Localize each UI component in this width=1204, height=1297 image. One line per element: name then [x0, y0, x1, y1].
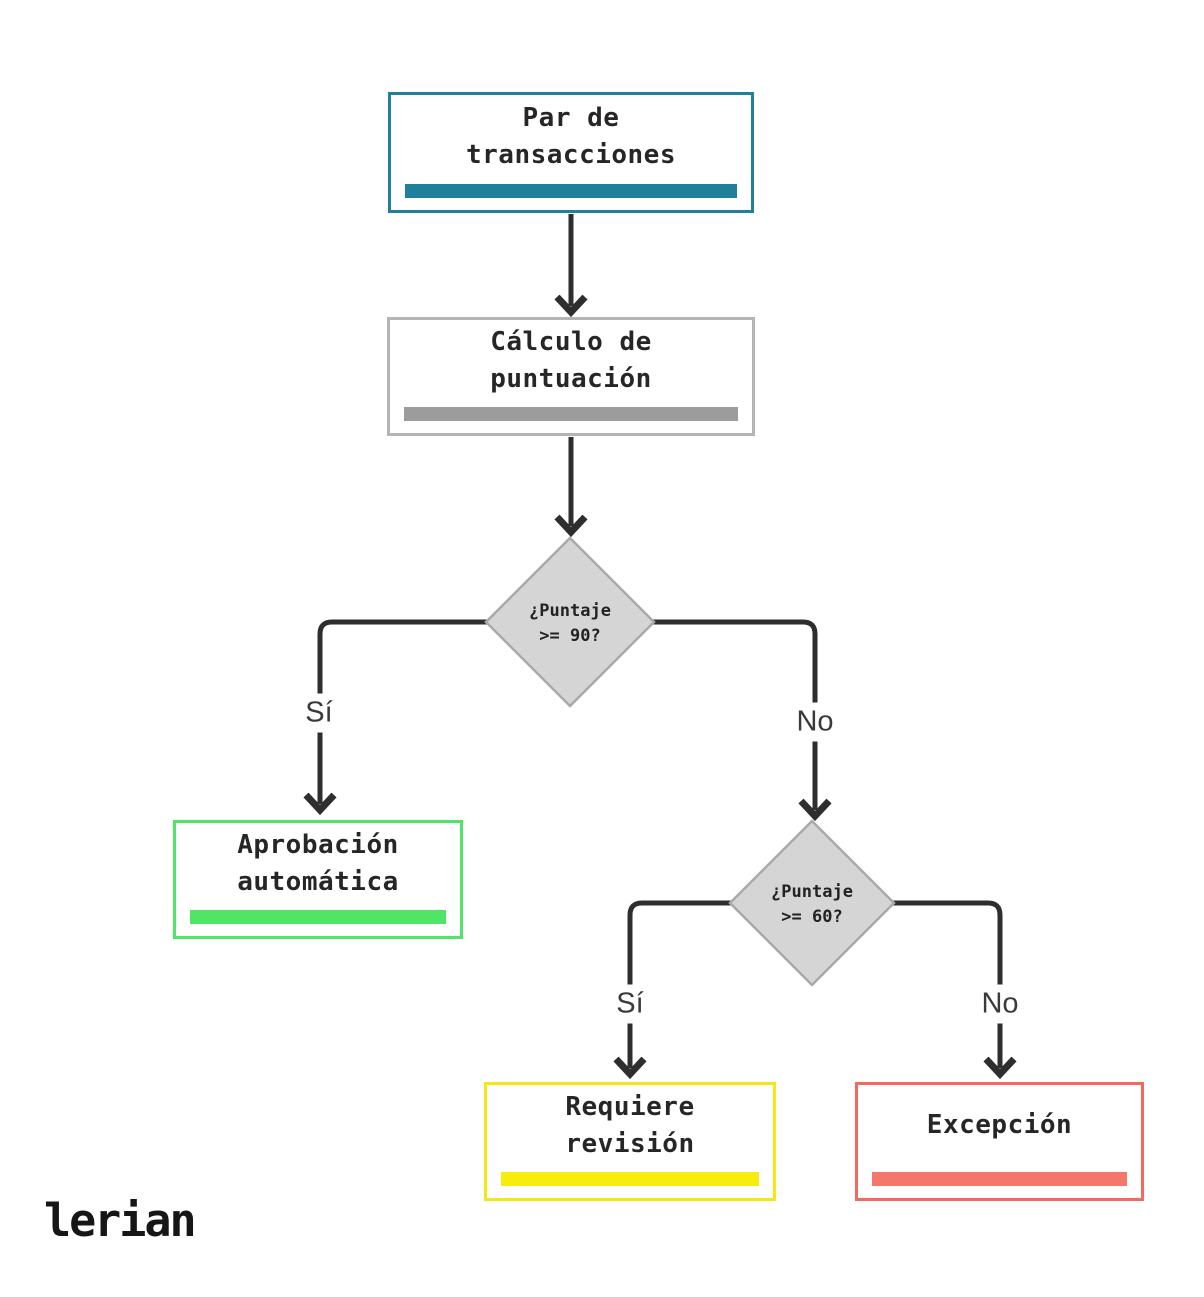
score-calc-node-label: Cálculo de puntuación	[490, 326, 652, 394]
review-node: Requiere revisión	[484, 1082, 776, 1201]
decision-60-label: ¿Puntaje >= 60?	[771, 882, 853, 927]
edge-label-d60-no: No	[973, 984, 1027, 1024]
decision-90-label: ¿Puntaje >= 90?	[529, 601, 611, 646]
edge-decision90-yes	[303, 619, 489, 816]
edge-label-d90-no: No	[788, 702, 842, 742]
exception-node-accent-bar	[872, 1172, 1127, 1186]
decision-60-shape	[728, 819, 896, 987]
score-calc-node-accent-bar	[404, 407, 738, 421]
edge-decision60-no	[891, 900, 1017, 1080]
exception-node: Excepción	[855, 1082, 1144, 1201]
start-node-label: Par de transacciones	[466, 102, 676, 170]
decision-90-shape	[484, 536, 656, 708]
review-node-accent-bar	[501, 1172, 759, 1186]
start-node: Par de transacciones	[388, 92, 754, 213]
edge-decision90-no	[652, 619, 832, 822]
review-node-label: Requiere revisión	[565, 1091, 695, 1159]
score-calc-node: Cálculo de puntuación	[387, 317, 755, 436]
edge-label-d60-yes: Sí	[608, 984, 652, 1024]
exception-node-label: Excepción	[926, 1110, 1073, 1140]
edge-calc-to-decision90	[554, 437, 588, 538]
approval-node: Aprobación automática	[173, 820, 463, 939]
edge-label-d90-yes: Sí	[297, 693, 341, 733]
edge-decision60-yes	[613, 900, 733, 1080]
start-node-accent-bar	[405, 184, 737, 198]
lerian-logo: lerian	[44, 1194, 197, 1247]
edge-start-to-calc	[554, 214, 588, 318]
approval-node-accent-bar	[190, 910, 446, 924]
approval-node-label: Aprobación automática	[237, 829, 399, 897]
